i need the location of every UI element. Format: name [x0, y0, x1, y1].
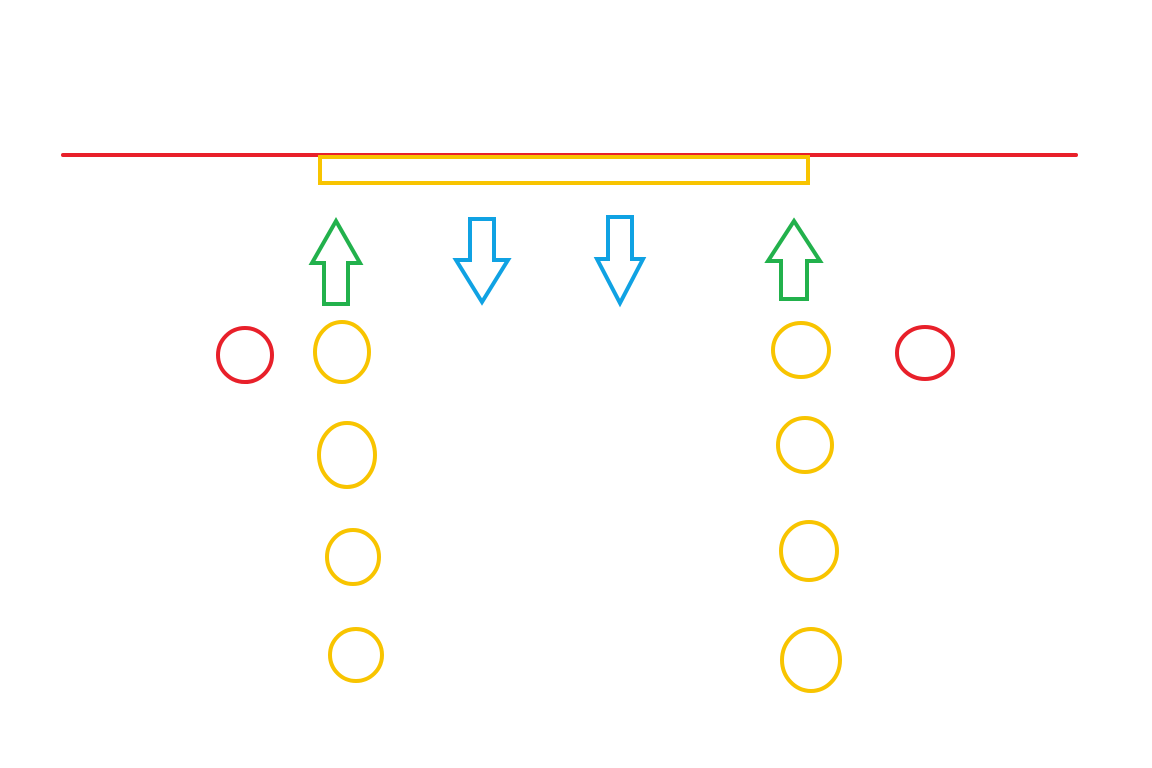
- yellow-circle-right-3: [779, 520, 839, 582]
- blue-down-arrow-left: [452, 217, 512, 306]
- yellow-rectangle: [318, 155, 810, 185]
- red-circle-right: [895, 325, 955, 381]
- shapes-group: [61, 153, 1078, 693]
- red-circle-left: [216, 326, 274, 384]
- yellow-circle-left-2: [317, 421, 377, 489]
- yellow-circle-right-4: [780, 627, 842, 693]
- blue-down-arrow-right: [593, 215, 647, 308]
- green-up-arrow-left: [308, 216, 364, 306]
- green-up-arrow-right: [764, 217, 824, 301]
- yellow-circle-left-1: [313, 320, 371, 384]
- yellow-circle-left-3: [325, 528, 381, 586]
- yellow-circle-left-4: [328, 627, 384, 683]
- yellow-circle-right-2: [776, 416, 834, 474]
- yellow-circle-right-1: [771, 321, 831, 379]
